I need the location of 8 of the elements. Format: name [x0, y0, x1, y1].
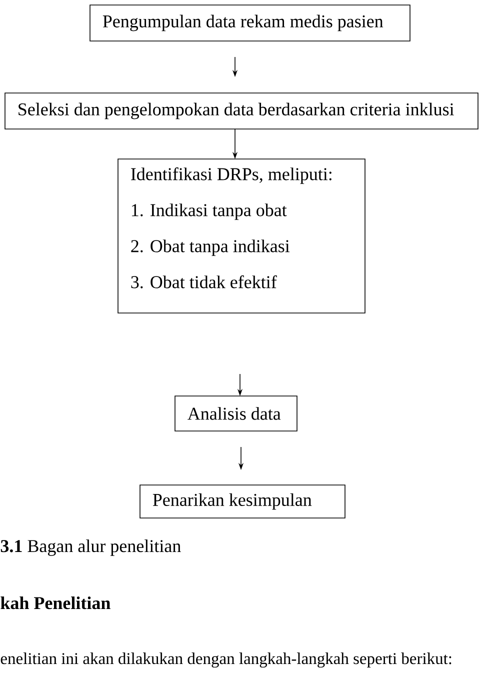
paragraph-text: enelitian ini akan dilakukan dengan langkah-langkah seperti berikut:: [0, 652, 452, 668]
figure-caption: 3.1 Bagan alur penelitian: [0, 540, 181, 556]
process-box: Pengumpulan data rekam medis pasien: [90, 4, 410, 42]
section-heading: kah Penelitian: [0, 596, 110, 610]
process-box: Identifikasi DRPs, meliputi: 1. Indikasi tanpa obat 2. Obat tanpa indikasi 3. Obat tidak efektif: [118, 158, 366, 314]
process-box: Analisis data: [174, 396, 298, 432]
process-box: Seleksi dan pengelompokan data berdasarkan criteria inklusi: [4, 92, 478, 130]
process-box: Penarikan kesimpulan: [140, 484, 346, 518]
